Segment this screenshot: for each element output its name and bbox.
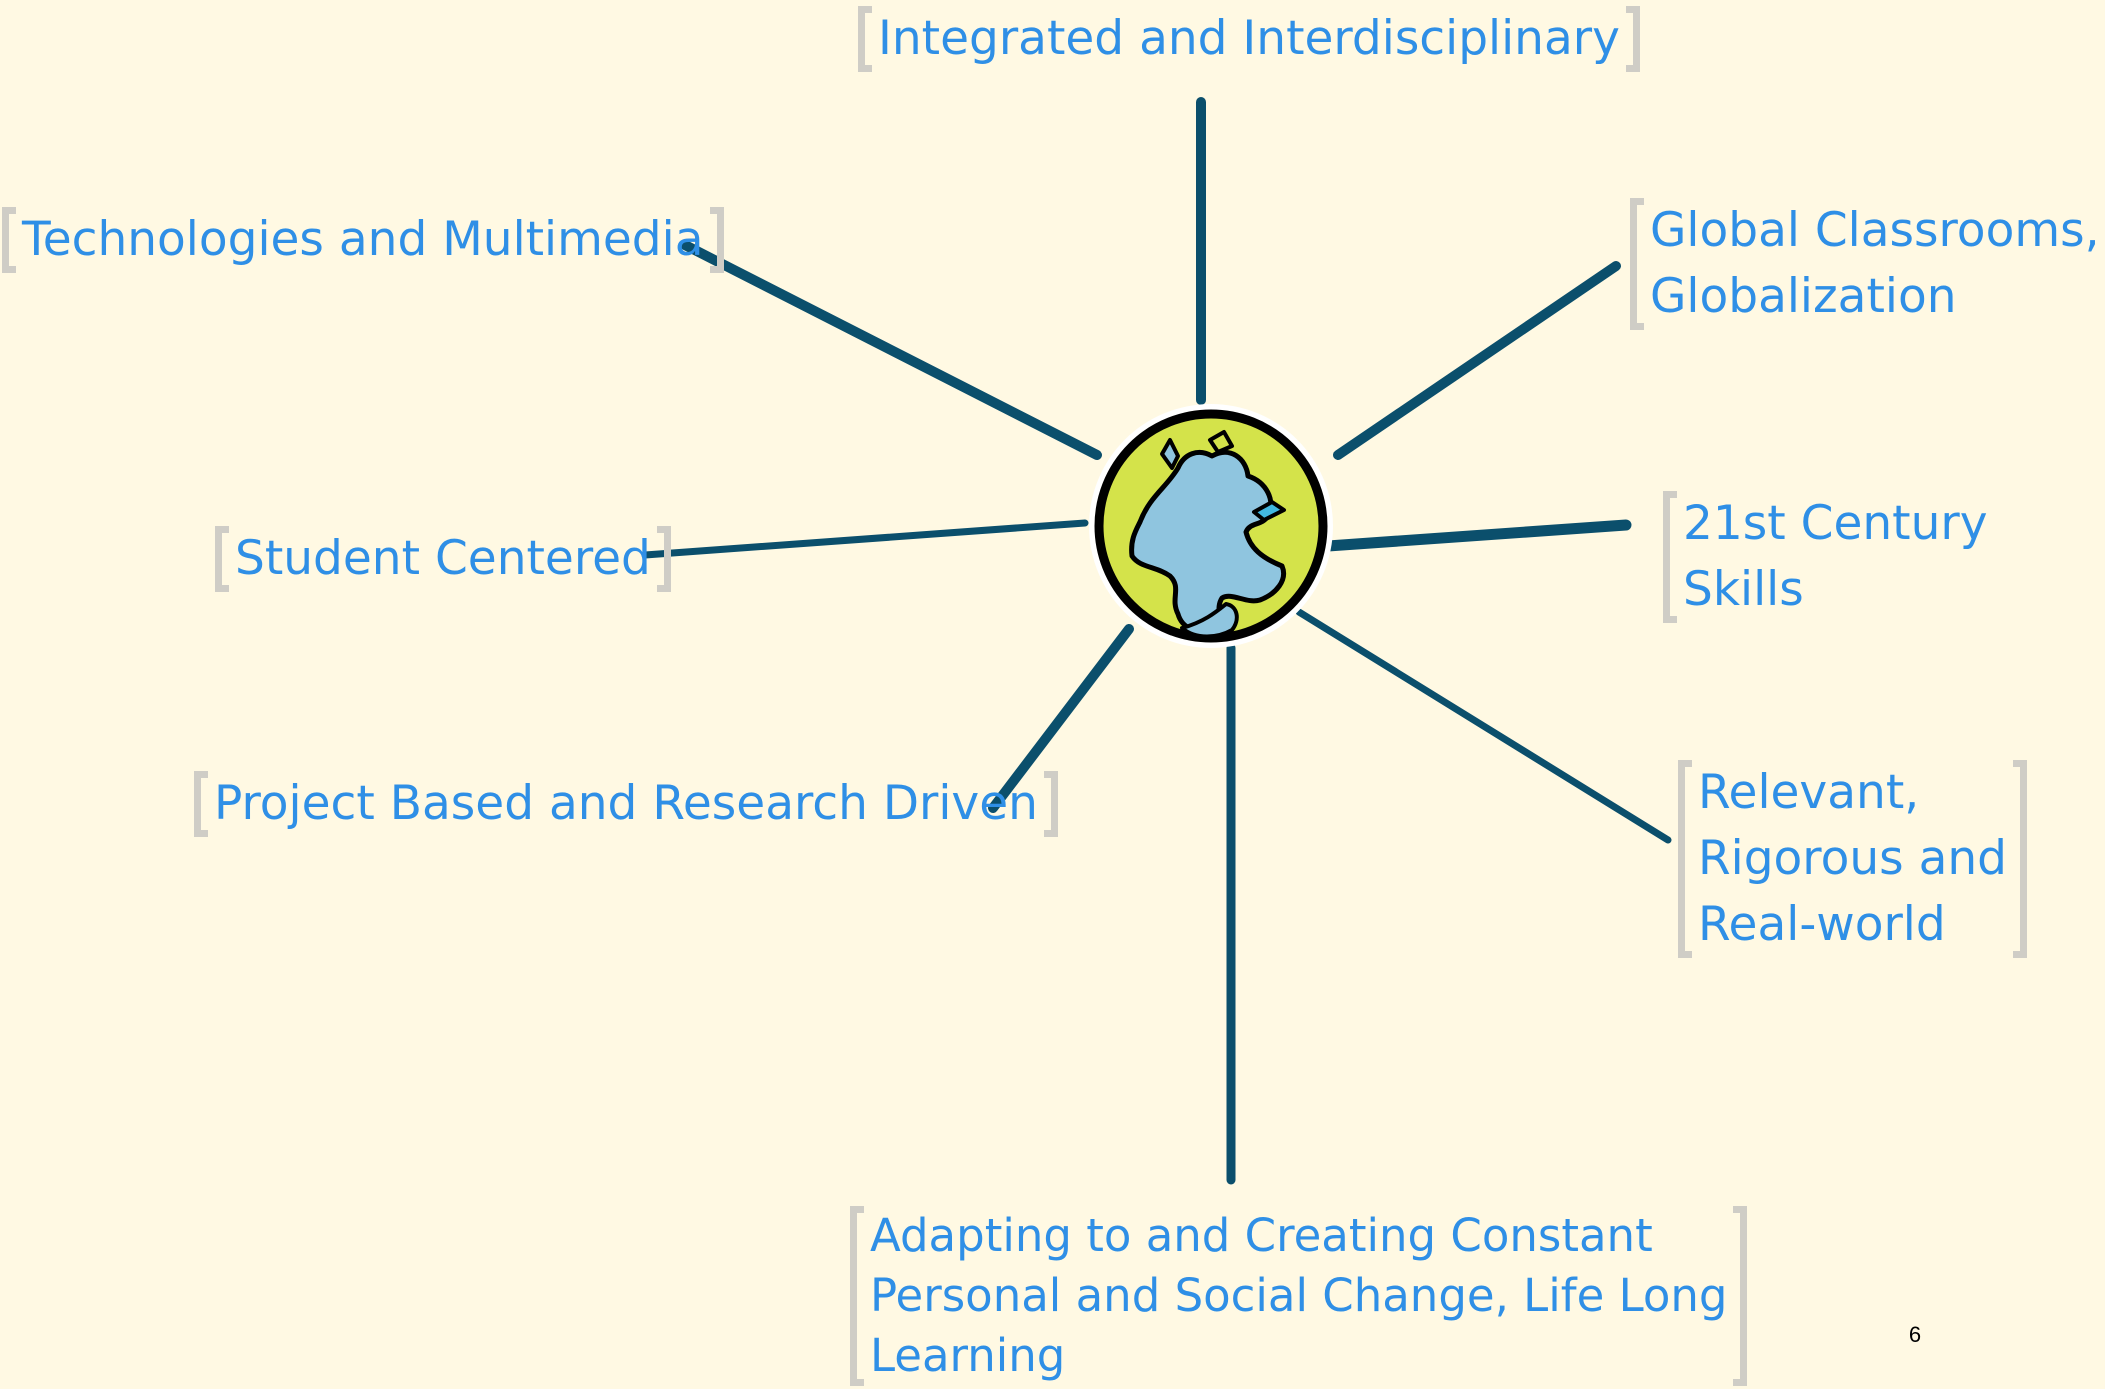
- bracket-left: [1630, 198, 1644, 330]
- node-label: Relevant, Rigorous and Real-world: [1698, 765, 2007, 952]
- bracket-left: [215, 526, 229, 592]
- bracket-right: [1625, 6, 1640, 72]
- bracket-right: [2013, 760, 2027, 958]
- connector-technologies: [680, 240, 1102, 460]
- node-skills: 21st Century Skills: [1663, 491, 2105, 623]
- bracket-left: [850, 1206, 864, 1386]
- bracket-right: [656, 526, 671, 592]
- node-label: 21st Century Skills: [1683, 496, 1988, 617]
- connector-skills: [1322, 519, 1632, 552]
- connector-project: [988, 624, 1134, 813]
- bracket-left: [194, 771, 208, 837]
- node-label: Integrated and Interdisciplinary: [878, 11, 1620, 66]
- node-relevant: Relevant, Rigorous and Real-world: [1678, 760, 2027, 958]
- bracket-right: [709, 207, 724, 273]
- node-technologies: Technologies and Multimedia: [2, 207, 724, 273]
- bracket-left: [1678, 760, 1692, 958]
- bracket-right: [1043, 771, 1058, 837]
- connector-relevant: [1295, 608, 1672, 844]
- node-label: Technologies and Multimedia: [22, 212, 704, 267]
- globe-icon: [1089, 404, 1333, 648]
- node-integrated: Integrated and Interdisciplinary: [858, 6, 1640, 72]
- connector-student: [641, 519, 1089, 559]
- node-project: Project Based and Research Driven: [194, 771, 1058, 837]
- node-label: Global Classrooms, Globalization: [1650, 203, 2100, 324]
- bracket-left: [2, 207, 16, 273]
- bracket-right: [1733, 1206, 1748, 1386]
- node-label: Adapting to and Creating Constant Person…: [870, 1209, 1728, 1382]
- bracket-left: [858, 6, 872, 72]
- node-label: Student Centered: [235, 531, 651, 586]
- bracket-left: [1663, 491, 1677, 623]
- node-label: Project Based and Research Driven: [214, 776, 1038, 831]
- node-global: Global Classrooms, Globalization: [1630, 198, 2100, 330]
- connector-global: [1333, 261, 1621, 460]
- node-adapting: Adapting to and Creating Constant Person…: [850, 1206, 1748, 1386]
- page-number: 6: [1908, 1322, 1922, 1347]
- node-student: Student Centered: [215, 526, 671, 592]
